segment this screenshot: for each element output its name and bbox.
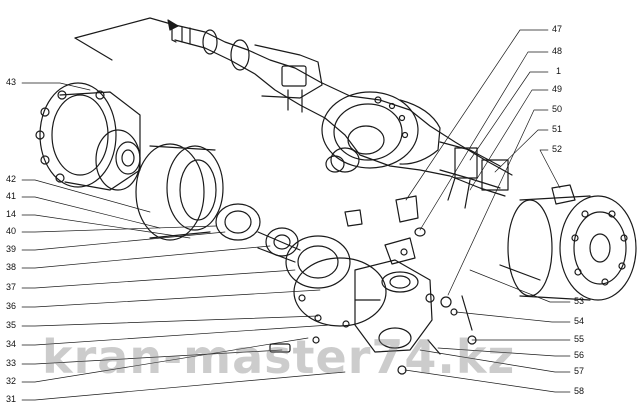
left-brake-drum bbox=[135, 143, 224, 241]
callout-label-58: 58 bbox=[574, 386, 585, 396]
callout-label-1: 1 bbox=[556, 66, 562, 76]
leader-lines-left bbox=[21, 82, 346, 401]
callout-label-40: 40 bbox=[6, 226, 17, 236]
right-wheel-hub bbox=[507, 184, 637, 301]
direction-arrow-icon bbox=[74, 17, 179, 61]
steering-knuckle bbox=[354, 259, 435, 353]
brake-plate bbox=[293, 257, 387, 328]
callout-label-33: 33 bbox=[6, 358, 17, 368]
callout-label-56: 56 bbox=[574, 350, 585, 360]
gasket-ring bbox=[215, 203, 261, 241]
callout-label-31: 31 bbox=[6, 394, 17, 404]
callout-label-37: 37 bbox=[6, 282, 17, 292]
callout-label-55: 55 bbox=[574, 334, 585, 344]
callout-label-41: 41 bbox=[6, 191, 17, 201]
callout-label-32: 32 bbox=[6, 376, 17, 386]
callout-label-34: 34 bbox=[6, 339, 17, 349]
callout-label-52: 52 bbox=[552, 144, 563, 154]
callout-label-51: 51 bbox=[552, 124, 563, 134]
callout-label-47: 47 bbox=[552, 24, 563, 34]
callout-label-42: 42 bbox=[6, 174, 17, 184]
callout-label-48: 48 bbox=[552, 46, 563, 56]
callout-label-36: 36 bbox=[6, 301, 17, 311]
callout-label-49: 49 bbox=[552, 84, 563, 94]
callout-label-53: 53 bbox=[574, 296, 585, 306]
callout-label-43: 43 bbox=[6, 77, 17, 87]
callout-label-35: 35 bbox=[6, 320, 17, 330]
flange bbox=[285, 235, 351, 289]
watermark-text: kran-master74.kz bbox=[42, 330, 516, 384]
left-wheel-hub bbox=[35, 82, 141, 191]
callout-label-57: 57 bbox=[574, 366, 585, 376]
callout-label-50: 50 bbox=[552, 104, 563, 114]
leader-lines-right bbox=[404, 29, 571, 393]
bracket-parts bbox=[344, 195, 426, 265]
axle-housing bbox=[171, 24, 513, 209]
callout-label-38: 38 bbox=[6, 262, 17, 272]
callout-label-54: 54 bbox=[574, 316, 585, 326]
callout-label-39: 39 bbox=[6, 244, 17, 254]
callout-label-14: 14 bbox=[6, 209, 17, 219]
